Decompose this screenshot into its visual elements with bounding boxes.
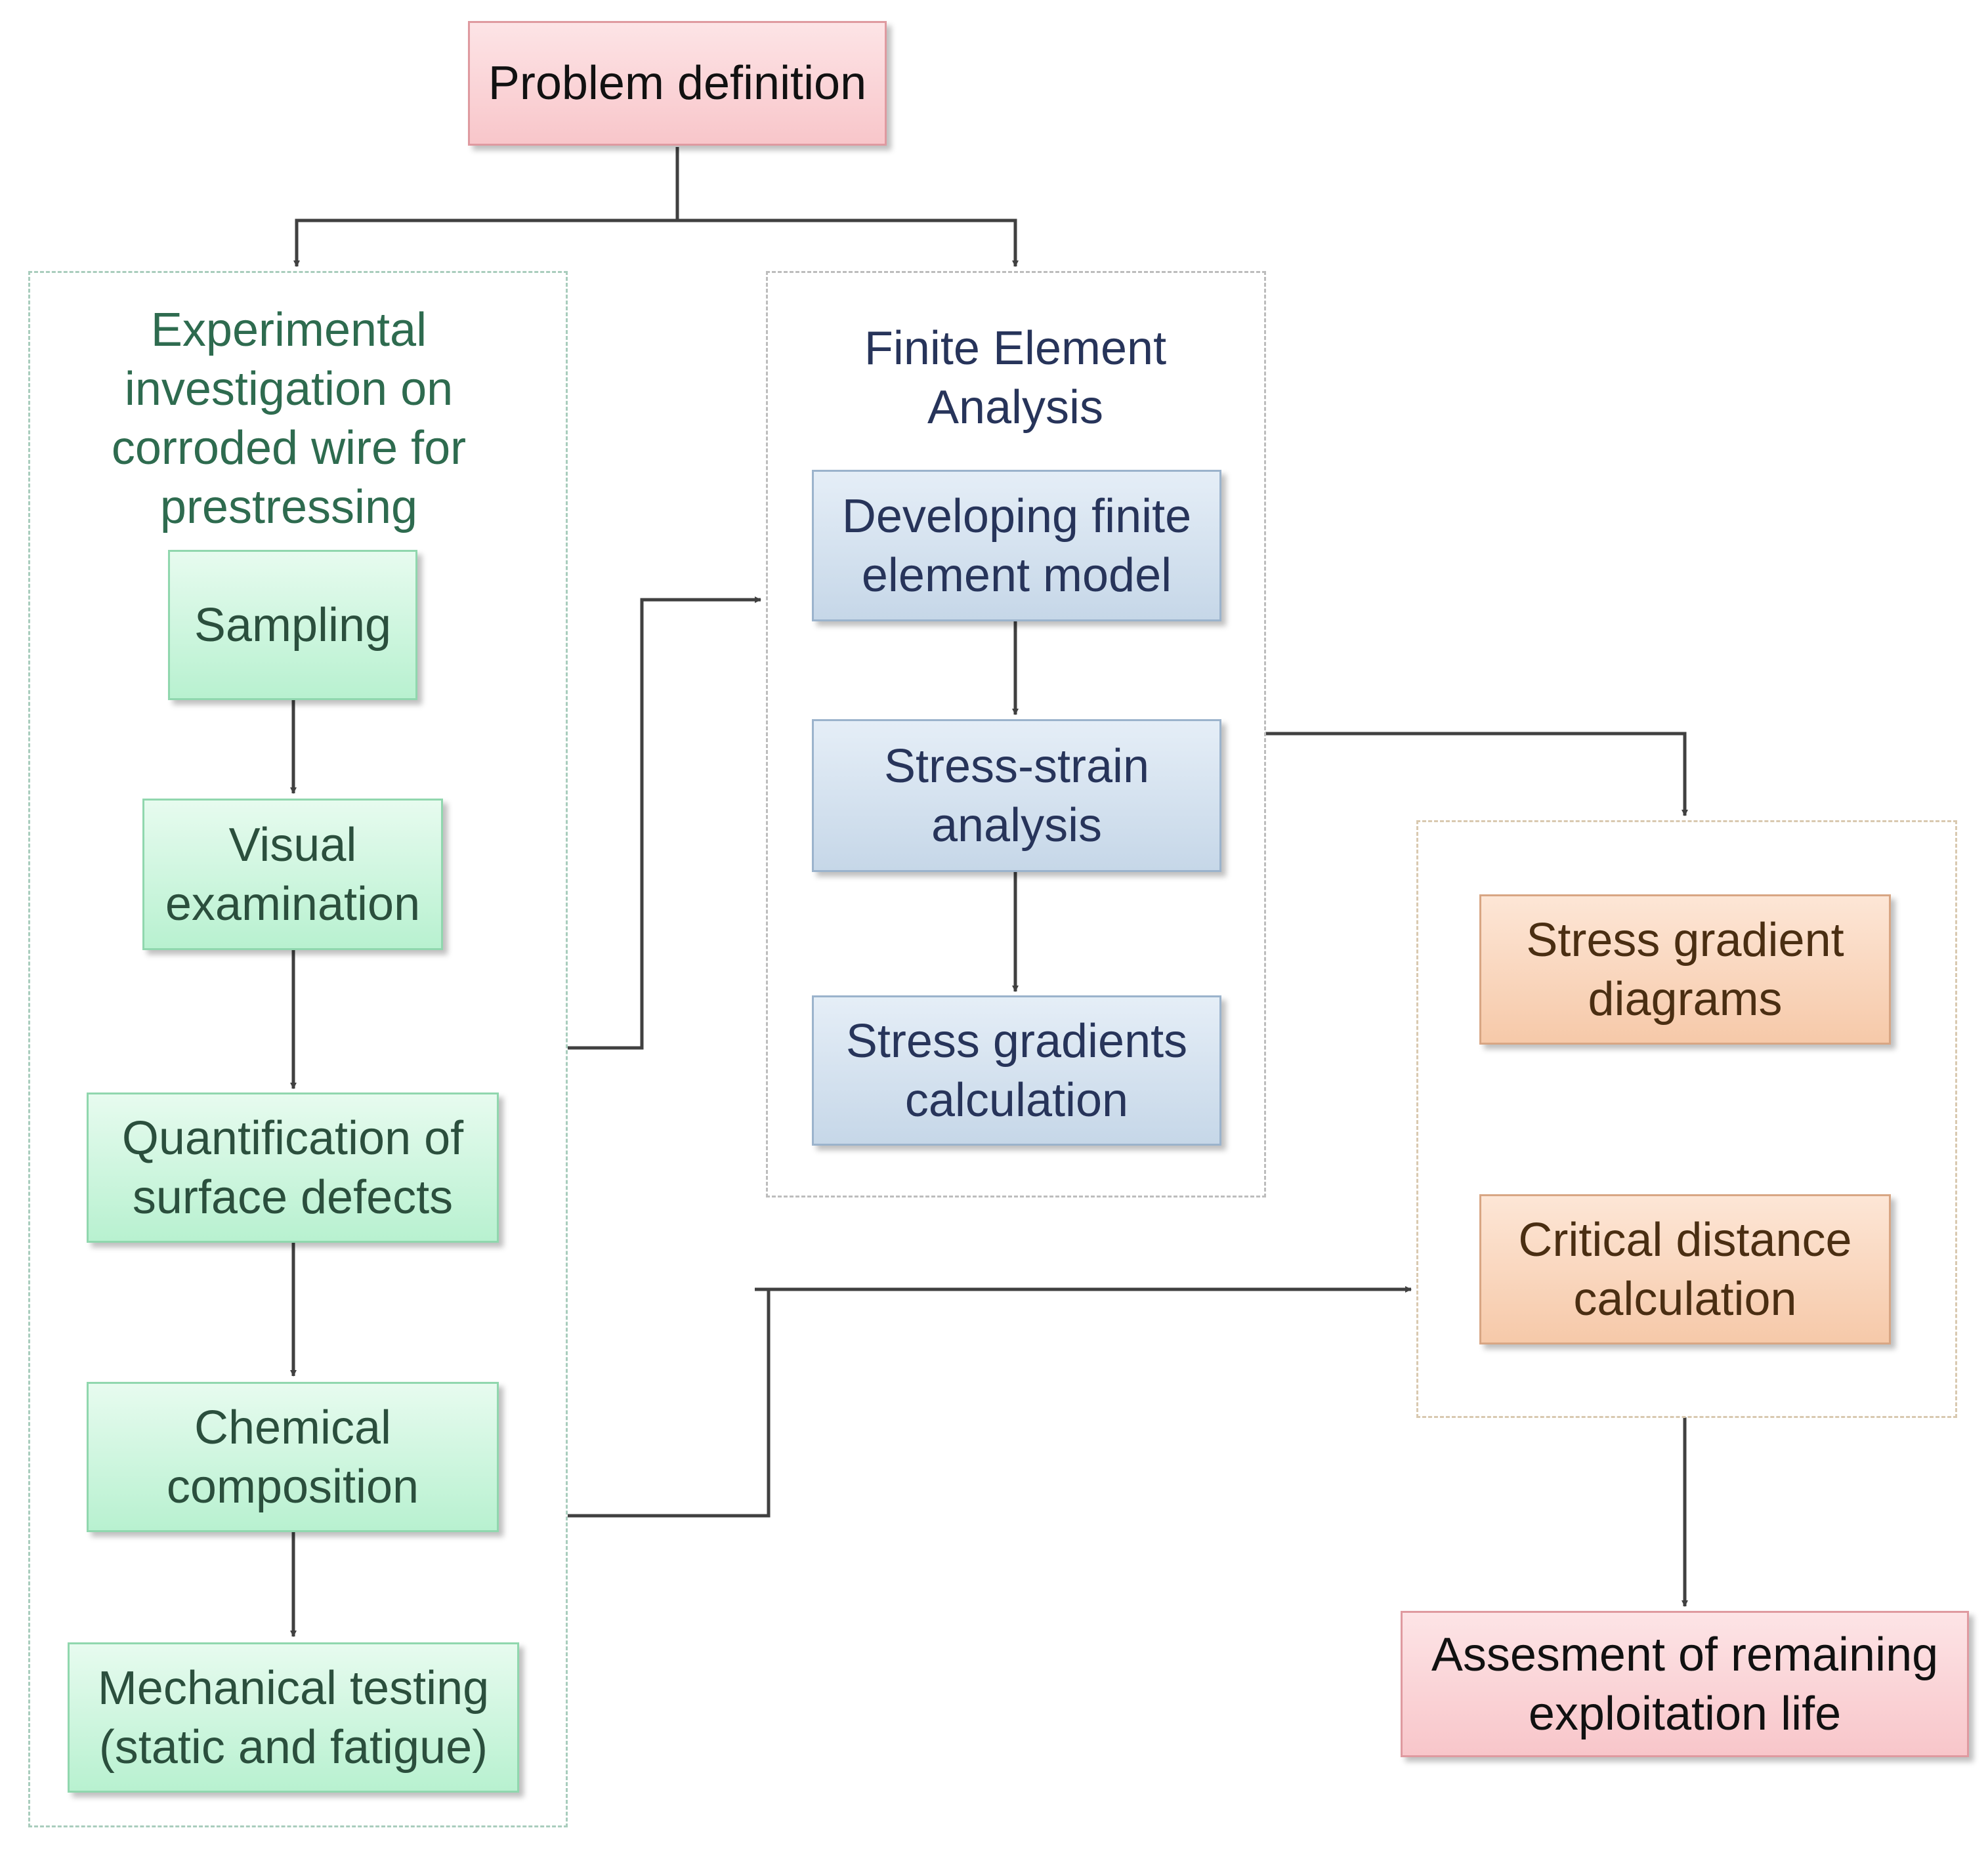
critical-distance-box: Critical distance calculation xyxy=(1479,1194,1891,1344)
experimental-group-title: Experimental investigation on corroded w… xyxy=(111,304,467,533)
stress-gradient-diagrams-box: Stress gradient diagrams xyxy=(1479,894,1891,1045)
assessment-box: Assesment of remaining exploitation life xyxy=(1401,1611,1969,1757)
connector-problem-to-experimental xyxy=(293,219,677,267)
experimental-group xyxy=(28,271,568,1827)
connector-problem-to-fea xyxy=(677,219,1019,267)
results-group xyxy=(1416,820,1957,1418)
developing-model-box: Developing finite element model xyxy=(812,470,1221,621)
connector-fea-to-results xyxy=(1265,732,1688,816)
connector-experimental-to-results xyxy=(568,1286,1412,1518)
problem-definition-box: Problem definition xyxy=(468,21,887,146)
mechanical-testing-box: Mechanical testing (static and fatigue) xyxy=(68,1642,519,1793)
stress-gradients-calculation-box: Stress gradients calculation xyxy=(812,995,1221,1146)
fea-group xyxy=(766,271,1266,1197)
visual-examination-box: Visual examination xyxy=(142,799,443,950)
stress-strain-box: Stress-strain analysis xyxy=(812,719,1221,872)
quantification-box: Quantification of surface defects xyxy=(87,1093,499,1243)
fea-group-title: Finite Element Analysis xyxy=(864,322,1167,434)
sampling-box: Sampling xyxy=(168,550,417,700)
chemical-composition-box: Chemical composition xyxy=(87,1382,499,1532)
connector-experimental-to-fea xyxy=(568,596,761,1050)
